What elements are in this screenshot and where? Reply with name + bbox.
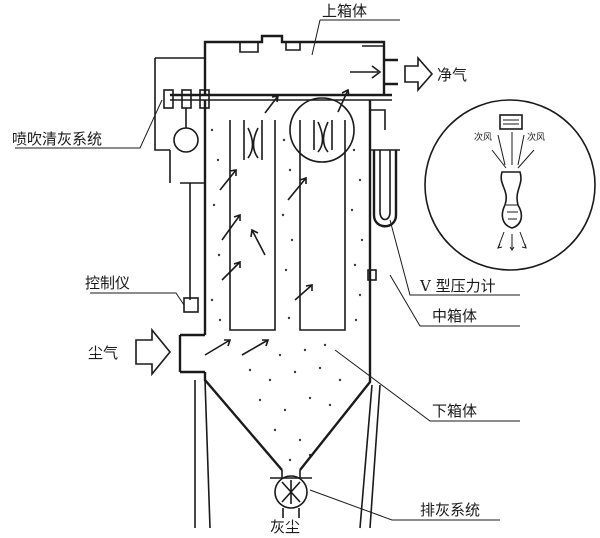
- clean-gas-outlet: [350, 58, 398, 86]
- leader-lines: [15, 19, 520, 521]
- ash-discharge-valve: [270, 475, 312, 518]
- dust-particles: [210, 128, 364, 462]
- lower-box-hopper: [203, 340, 372, 478]
- support-legs: [194, 379, 381, 529]
- label-dust-gas: 尘气: [88, 344, 118, 362]
- label-lower-box: 下箱体: [432, 402, 477, 420]
- label-middle-box: 中箱体: [432, 307, 477, 325]
- magnify-circle: [289, 97, 355, 163]
- blowing-header: [154, 57, 392, 183]
- label-ash-dust: 灰尘: [270, 518, 300, 536]
- v-manometer: [367, 149, 400, 281]
- nozzle-detail-inset: [424, 99, 596, 271]
- label-controller: 控制仪: [85, 274, 130, 292]
- upper-box: [203, 34, 386, 95]
- label-upper-box: 上箱体: [322, 2, 367, 20]
- label-v-manometer: V 型压力计: [419, 277, 496, 295]
- label-blowing-system: 喷吹清灰系统: [12, 130, 102, 148]
- label-ash-discharge: 排灰系统: [420, 501, 480, 519]
- label-inset-right-air: 次风: [527, 131, 545, 143]
- airflow-arrows: [204, 88, 350, 356]
- dust-gas-inlet: [178, 333, 205, 374]
- label-clean-gas: 净气: [437, 66, 467, 84]
- clean-gas-arrow: [404, 55, 434, 93]
- middle-box: [180, 100, 386, 340]
- label-inset-left-air: 次风: [474, 131, 492, 143]
- dust-gas-arrow: [135, 327, 172, 377]
- filter-bags: [229, 120, 346, 331]
